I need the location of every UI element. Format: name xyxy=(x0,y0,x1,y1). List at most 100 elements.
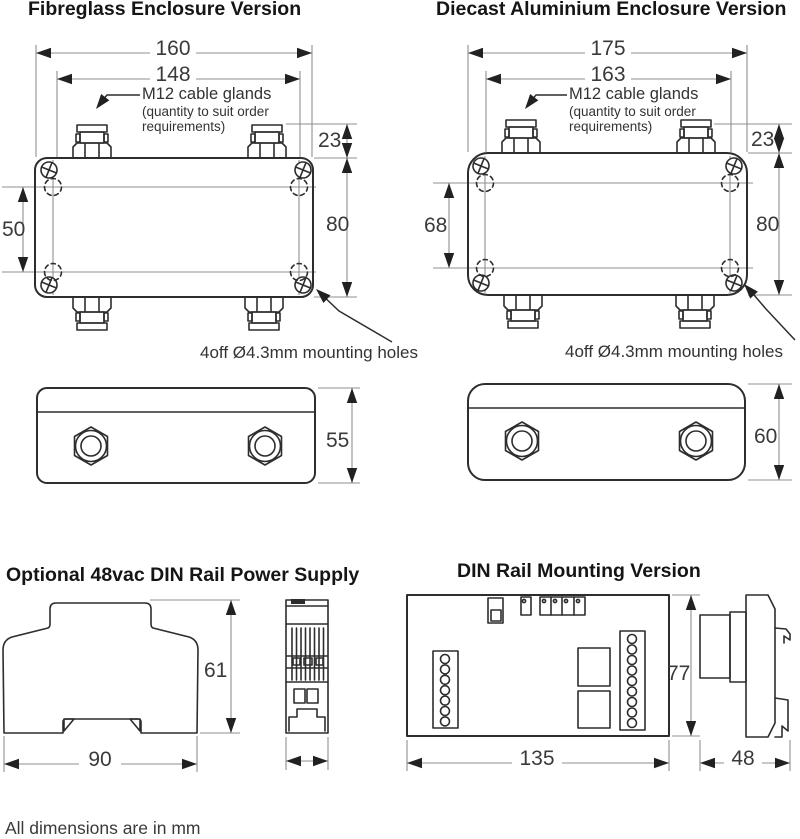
diecast-drawing: Diecast Aluminium Enclosure Version xyxy=(424,0,796,481)
pcb-front-view xyxy=(406,594,670,737)
dim-depth: 48 xyxy=(699,740,791,771)
dim-height: 77 xyxy=(667,594,700,737)
dim-width: 135 xyxy=(406,740,670,771)
terminal-side xyxy=(699,614,731,679)
cable-gland xyxy=(247,124,287,159)
dim-label: 23 xyxy=(751,128,774,151)
gland-nut xyxy=(678,421,714,461)
gland-label: M12 cable glands xyxy=(142,85,271,103)
dim-label: 90 xyxy=(88,748,111,771)
dim-label: 80 xyxy=(326,213,349,236)
gland-nut xyxy=(73,426,109,466)
dim-height: 61 xyxy=(150,599,240,734)
mounting-holes-callout: 4off Ø4.3mm mounting holes xyxy=(200,285,418,362)
component xyxy=(490,609,502,622)
dim-side-height: 55 xyxy=(318,387,360,484)
power-supply-drawing: Optional 48vac DIN Rail Power Supply 61 … xyxy=(2,564,359,772)
diecast-top-view xyxy=(433,119,753,329)
dim-label: 148 xyxy=(155,63,190,86)
dim-label: 135 xyxy=(519,747,554,770)
dim-width: 90 xyxy=(3,736,198,772)
leader-arrow xyxy=(91,93,110,113)
cable-gland xyxy=(676,119,716,154)
dim-label: 48 xyxy=(731,747,754,770)
cable-gland xyxy=(244,296,284,331)
leader-arrow xyxy=(520,93,539,113)
fibreglass-title: Fibreglass Enclosure Version xyxy=(28,0,301,20)
psu-side-outline xyxy=(285,599,329,734)
gland-note-2: requirements) xyxy=(142,119,225,134)
power-supply-title: Optional 48vac DIN Rail Power Supply xyxy=(6,564,359,586)
dim-label: 80 xyxy=(756,213,779,236)
dim-label: 23 xyxy=(318,129,341,152)
din-rail-title: DIN Rail Mounting Version xyxy=(457,560,701,582)
dim-label: 160 xyxy=(155,37,190,60)
dim-gland-height: 23 xyxy=(714,123,792,153)
side-detail xyxy=(291,599,305,604)
terminal xyxy=(306,688,319,704)
dim-overall-width: 175 xyxy=(467,37,748,152)
gland-note-1: (quantity to suit order xyxy=(142,104,269,119)
din-clip-hook-top xyxy=(774,627,791,644)
dim-label: 50 xyxy=(2,218,25,241)
cable-gland xyxy=(501,119,541,154)
component xyxy=(487,597,504,624)
component xyxy=(520,596,532,616)
dim-label: 77 xyxy=(667,662,690,685)
terminal-side xyxy=(729,611,747,683)
diecast-title: Diecast Aluminium Enclosure Version xyxy=(436,0,786,20)
din-clip-profile xyxy=(288,708,326,732)
diecast-side-view: 60 xyxy=(467,383,792,481)
dim-gland-centres: 163 xyxy=(485,63,732,152)
cable-gland xyxy=(72,296,112,331)
module-side-body xyxy=(745,594,776,738)
dim-label: 61 xyxy=(204,659,227,682)
din-clip xyxy=(63,718,75,732)
terminal xyxy=(293,688,306,704)
dim-label: 175 xyxy=(590,37,625,60)
enclosure-side xyxy=(36,387,316,484)
gland-note-1: (quantity to suit order xyxy=(569,104,696,119)
terminal-block-left xyxy=(432,650,459,729)
dim-depth-unlabeled xyxy=(285,737,329,770)
psu-side-view xyxy=(285,599,329,770)
dim-hole-centres: 50 xyxy=(2,187,29,272)
dim-overall-width: 160 xyxy=(35,37,313,157)
relay xyxy=(577,647,611,687)
component-pin xyxy=(521,598,527,604)
cable-gland xyxy=(503,294,543,329)
mounting-holes-callout: 4off Ø4.3mm mounting holes xyxy=(565,280,796,361)
fibreglass-side-view: 55 xyxy=(36,387,360,484)
enclosure-body xyxy=(34,157,314,298)
dim-body-height: 80 xyxy=(748,152,792,296)
dim-label: 163 xyxy=(590,63,625,86)
dim-label: 55 xyxy=(326,429,349,452)
fibreglass-top-view xyxy=(2,124,316,331)
gland-label: M12 cable glands xyxy=(569,85,698,103)
din-clip xyxy=(129,718,141,732)
gland-callout: M12 cable glands (quantity to suit order… xyxy=(91,85,271,134)
vent-slats xyxy=(286,627,328,681)
dim-gland-height: 23 xyxy=(286,123,357,158)
psu-outline xyxy=(2,602,199,734)
gland-nut xyxy=(504,421,540,461)
enclosure-side xyxy=(467,383,746,481)
terminal-block-right xyxy=(619,630,646,731)
din-clip-hook-bottom xyxy=(774,697,789,738)
psu-front-view xyxy=(2,602,199,734)
relay xyxy=(577,690,611,729)
din-side-view: 48 xyxy=(699,594,791,771)
gland-callout: M12 cable glands (quantity to suit order… xyxy=(520,85,698,134)
pcb-outline xyxy=(406,594,670,737)
dim-body-height: 80 xyxy=(314,157,357,298)
dim-label: 60 xyxy=(754,425,777,448)
dim-label: 68 xyxy=(424,214,447,237)
dim-side-height: 60 xyxy=(748,383,792,481)
mounting-holes-label: 4off Ø4.3mm mounting holes xyxy=(200,343,418,362)
enclosure-body xyxy=(467,152,748,296)
cable-gland xyxy=(72,124,112,159)
dim-gland-centres: 148 xyxy=(56,63,301,157)
mounting-holes-label: 4off Ø4.3mm mounting holes xyxy=(565,342,783,361)
